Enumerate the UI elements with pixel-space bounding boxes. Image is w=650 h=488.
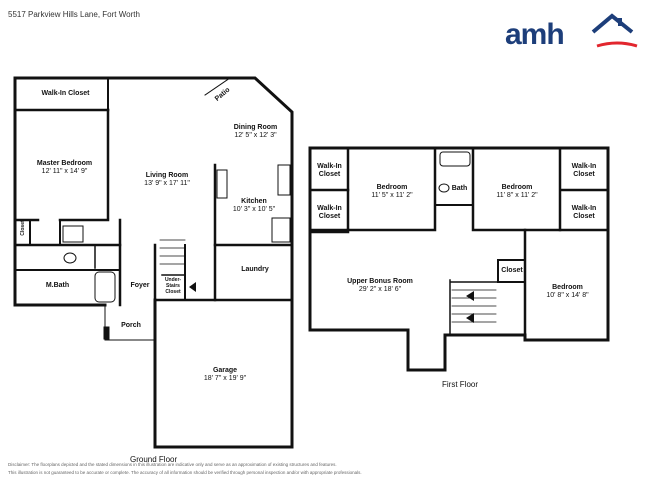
room-closet-first: Closet [501, 267, 523, 274]
stair-arrow-icon [189, 282, 196, 292]
house-roof-icon [591, 13, 638, 48]
room-foyer: Foyer [130, 282, 150, 289]
logo-wordmark: amh [505, 18, 565, 51]
address-title: 5517 Parkview Hills Lane, Fort Worth [8, 10, 140, 19]
room-m-bath: M.Bath [45, 282, 70, 289]
stair-arrow-icon-2 [466, 291, 474, 301]
room-walk-in-closet-2: Walk-In Closet [317, 205, 342, 220]
disclaimer-line-1: Disclaimer: The floorplans depicted and … [8, 462, 337, 467]
room-walk-in-closet-4: Walk-In Closet [571, 205, 597, 220]
stair-arrow-icon-3 [466, 313, 474, 323]
room-bath-first: Bath [451, 185, 468, 192]
room-closet-ground: Closet [20, 220, 26, 236]
room-walk-in-closet-1: Walk-In Closet [317, 163, 342, 178]
amh-logo: amh [505, 10, 640, 52]
ground-floor-caption: Ground Floor [130, 455, 178, 464]
disclaimer-line-2: This illustration is not guaranteed to b… [8, 470, 362, 475]
room-walk-in-closet-ground: Walk-In Closet [41, 90, 90, 97]
room-walk-in-closet-3: Walk-In Closet [571, 163, 597, 178]
room-under-stairs-closet: Under-Stairs Closet [164, 277, 182, 295]
room-laundry: Laundry [241, 266, 269, 273]
first-floor-caption: First Floor [442, 380, 478, 389]
room-porch: Porch [121, 322, 141, 329]
